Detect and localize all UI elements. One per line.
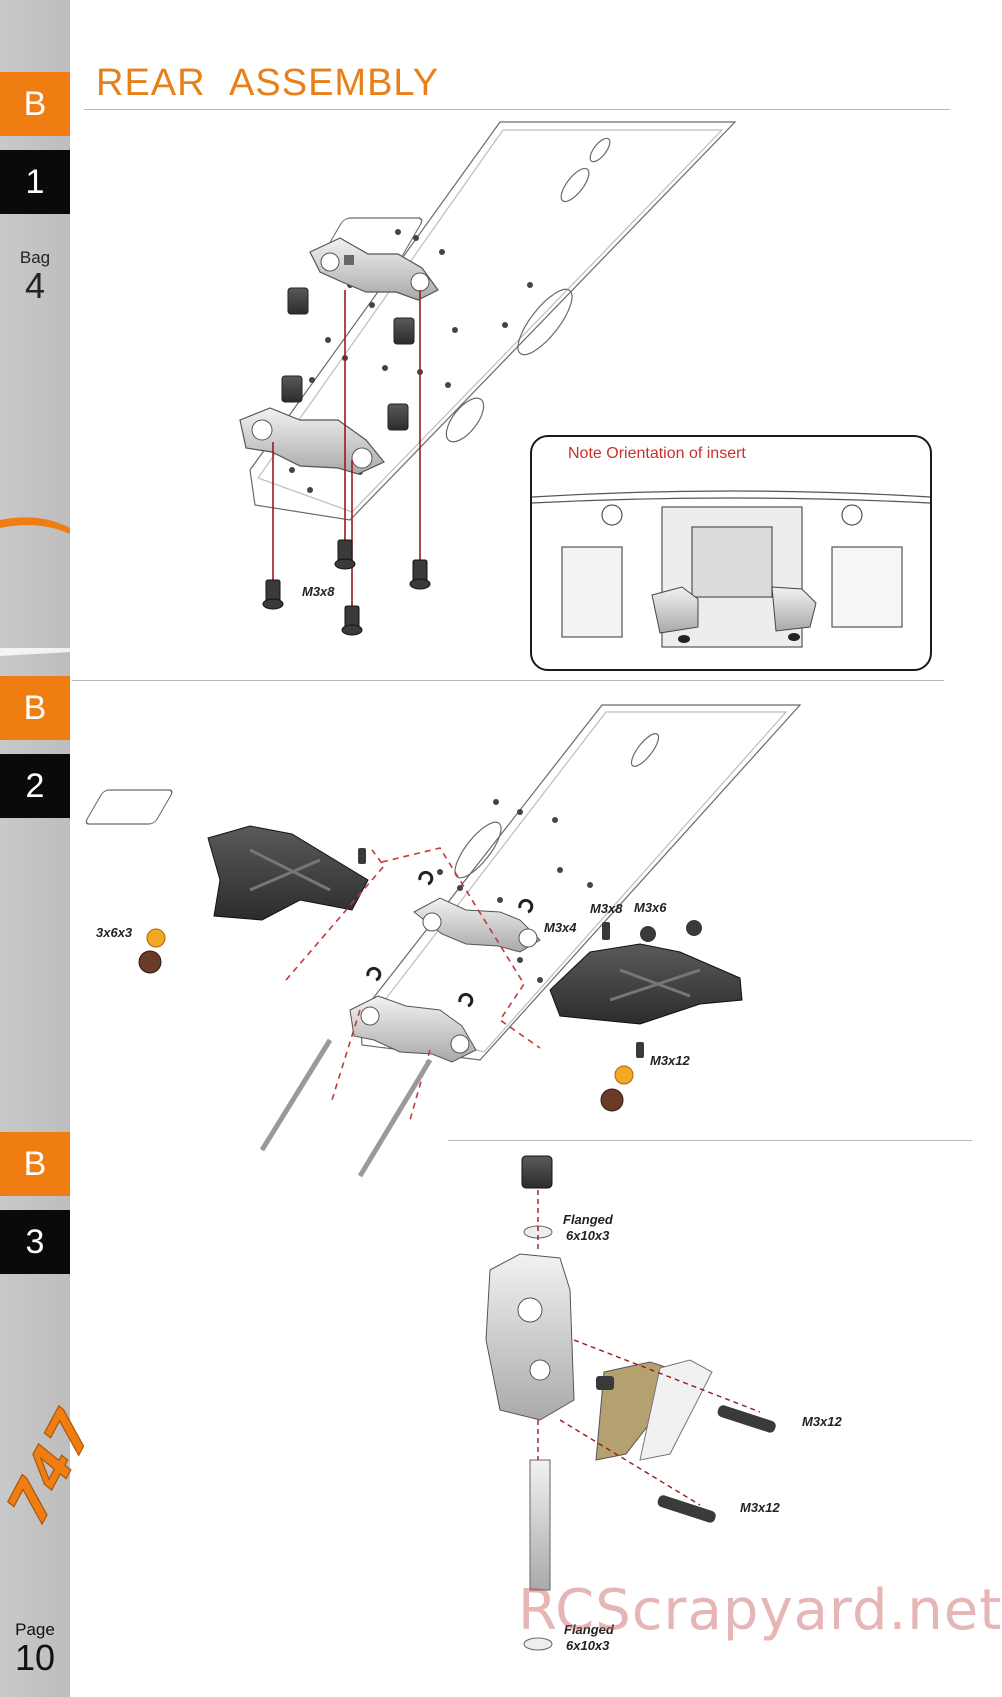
title-rule — [84, 109, 950, 110]
b3-bearing-top-line1: Flanged — [563, 1212, 614, 1227]
note-illustration — [531, 490, 931, 648]
watermark: RCScrapyard.net — [518, 1578, 1002, 1643]
b2-lower-bulkhead — [349, 995, 477, 1063]
b2-ball-studs — [138, 928, 634, 1112]
note-inserts-highlight — [651, 586, 817, 643]
label-m3x6: M3x6 — [634, 900, 667, 915]
b3-bottom-bearing — [523, 1637, 553, 1651]
b3-top-nut — [521, 1155, 553, 1189]
b3-guide-lines — [537, 1190, 761, 1506]
step-section-b3: B — [0, 1132, 70, 1196]
b3-axle — [529, 1459, 551, 1591]
b2-plate-holes — [437, 799, 593, 983]
b3-hub-carrier — [485, 1253, 575, 1421]
b1-guide-lines — [272, 290, 421, 610]
b3-labels: Flanged 6x10x3 M3x12 M3x12 Flanged 6x10x… — [563, 1212, 843, 1653]
b2-labels: 3x6x3 M3x8 M3x6 M3x4 M3x12 — [96, 900, 691, 1068]
label-m3x4: M3x4 — [544, 920, 577, 935]
b1-lower-bulkhead — [239, 407, 385, 475]
b3-bearing-top-line2: 6x10x3 — [566, 1228, 610, 1243]
divider-b1-b2 — [72, 680, 944, 681]
b3-bearing-bottom-line1: Flanged — [564, 1622, 615, 1637]
b2-left-suspension-arm — [207, 825, 369, 921]
step-number-2: 2 — [0, 754, 70, 818]
step-section-b1: B — [0, 72, 70, 136]
note-text: Note Orientation of insert — [568, 445, 746, 462]
b1-inserts — [281, 287, 415, 431]
bag-number: 4 — [24, 265, 46, 306]
b3-inserts — [595, 1359, 713, 1461]
label-m3x12: M3x12 — [650, 1053, 691, 1068]
step-number-3: 3 — [0, 1210, 70, 1274]
b1-upper-bulkhead — [309, 237, 439, 301]
b2-upper-bulkhead — [413, 897, 541, 953]
bag-indicator: Bag 4 — [0, 248, 70, 304]
b2-hinge-pins — [259, 1038, 433, 1178]
b1-screws — [262, 539, 431, 636]
b3-screws — [596, 1376, 776, 1523]
divider-b2-b3 — [448, 1140, 972, 1141]
page-label: Page — [15, 1620, 55, 1639]
page-title: REAR ASSEMBLY — [96, 62, 440, 104]
b2-screws — [358, 848, 702, 1058]
note-callout: Note Orientation of insert — [530, 435, 932, 671]
sidebar — [0, 0, 70, 1697]
b1-chassis-plate — [249, 121, 737, 521]
page-indicator: Page 10 — [0, 1620, 70, 1676]
label-3x6x3: 3x6x3 — [96, 925, 133, 940]
b3-screw-a-label: M3x12 — [802, 1414, 843, 1429]
b2-right-suspension-arm — [549, 943, 743, 1025]
step-section-b2: B — [0, 676, 70, 740]
step-number-1: 1 — [0, 150, 70, 214]
b2-e-clips — [366, 870, 534, 1008]
label-m3x8: M3x8 — [590, 901, 623, 916]
page-number: 10 — [14, 1637, 56, 1678]
b1-screw-label: M3x8 — [302, 584, 335, 599]
b3-bearing-bottom-line2: 6x10x3 — [566, 1638, 610, 1653]
sidebar-swoosh — [0, 517, 70, 656]
b3-screw-b-label: M3x12 — [740, 1500, 781, 1515]
bag-label: Bag — [19, 248, 51, 267]
